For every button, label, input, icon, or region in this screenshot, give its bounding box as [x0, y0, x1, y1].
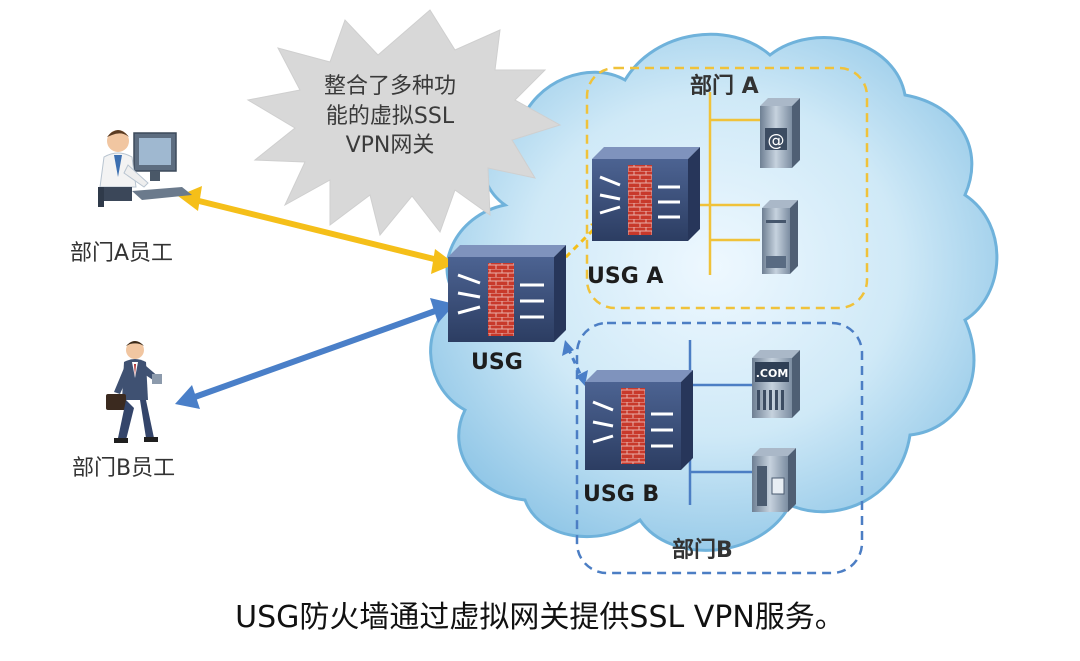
dept-a-network-lines [690, 92, 760, 275]
computer-user-icon [98, 130, 192, 207]
com-label: .COM [756, 367, 789, 380]
dept-a-label: 部门 A [690, 74, 759, 99]
user-a-label: 部门A员工 [70, 241, 174, 266]
server-icon [762, 200, 798, 274]
firewall-usg [448, 245, 566, 342]
mail-symbol: @ [768, 131, 785, 151]
usg-b-label: USG B [583, 482, 660, 507]
callout-line-3: VPN网关 [345, 133, 435, 159]
web-server-icon: .COM [752, 350, 800, 418]
callout-text: 整合了多种功 能的虚拟SSL VPN网关 [300, 72, 480, 161]
usg-label: USG [471, 350, 523, 375]
caption: USG防火墙通过虚拟网关提供SSL VPN服务。 [235, 600, 845, 635]
dept-b-label: 部门B [672, 538, 733, 563]
firewall-usg-a [592, 147, 700, 241]
dept-b-boundary [575, 321, 864, 575]
link-user-b [175, 298, 455, 409]
link-user-a [178, 186, 455, 274]
callout-line-2: 能的虚拟SSL [325, 103, 455, 129]
businessman-icon [106, 341, 162, 443]
mail-server-icon: @ [760, 98, 800, 168]
dept-a-boundary [585, 66, 869, 310]
usg-a-label: USG A [587, 264, 664, 289]
firewall-usg-b [585, 370, 693, 470]
user-b-label: 部门B员工 [72, 456, 176, 481]
cloud [429, 32, 999, 552]
callout-line-1: 整合了多种功 [323, 74, 456, 99]
callout-burst [246, 9, 562, 237]
storage-server-icon [752, 448, 796, 512]
